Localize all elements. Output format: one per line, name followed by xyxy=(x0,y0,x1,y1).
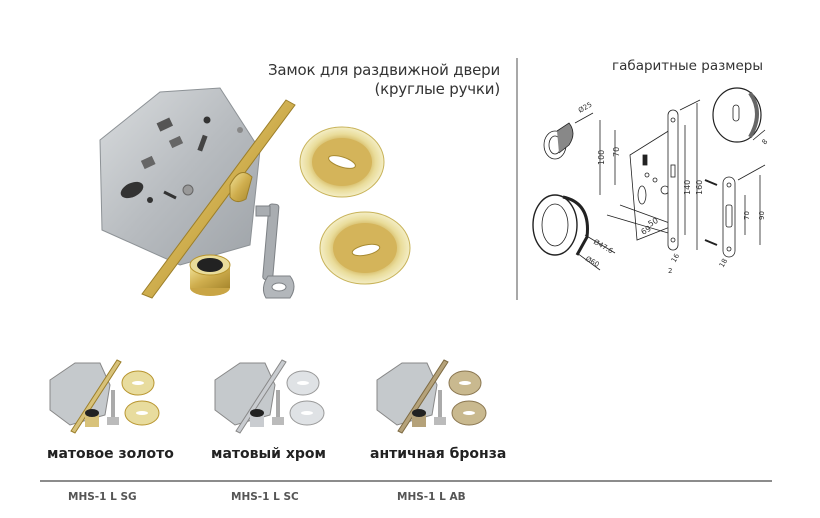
svg-text:8: 8 xyxy=(760,138,769,147)
variant-thumbnail-gold xyxy=(49,359,160,434)
lock-body xyxy=(99,87,261,266)
svg-text:160: 160 xyxy=(695,180,704,195)
variant-thumbnail-bronze xyxy=(376,359,487,434)
svg-text:Ø60: Ø60 xyxy=(584,255,600,269)
product-title-line2: (круглые ручки) xyxy=(374,80,500,98)
svg-text:Ø25: Ø25 xyxy=(577,101,593,115)
drawing-cylinder xyxy=(543,112,594,160)
drawing-lock-body xyxy=(599,120,676,241)
svg-text:69: 69 xyxy=(640,224,653,237)
variant-label-chrome: матовый хром xyxy=(211,446,326,462)
variant-code-bronze: MHS-1 L AB xyxy=(397,491,466,503)
main-product-image xyxy=(99,87,411,299)
svg-text:90: 90 xyxy=(758,211,766,220)
round-handle-top xyxy=(299,126,385,198)
dimensions-drawing: Ø25 Ø47.6 Ø60 100 70 50 69 140 160 16 2 xyxy=(532,87,769,275)
svg-text:2: 2 xyxy=(668,267,672,275)
svg-text:70: 70 xyxy=(612,147,621,157)
svg-text:100: 100 xyxy=(597,150,606,165)
cylinder-pull xyxy=(189,254,231,296)
drawing-ring xyxy=(532,194,616,271)
variant-label-gold: матовое золото xyxy=(47,446,174,462)
svg-text:50: 50 xyxy=(647,216,660,229)
product-title: Замок для раздвижной двери (круглые ручк… xyxy=(250,61,500,99)
product-title-line1: Замок для раздвижной двери xyxy=(267,61,500,79)
vertical-divider xyxy=(516,58,518,300)
faceplate xyxy=(141,99,296,299)
variant-code-chrome: MHS-1 L SC xyxy=(231,491,299,503)
svg-text:18: 18 xyxy=(718,257,729,269)
key xyxy=(255,203,295,299)
round-handle-bottom xyxy=(319,211,411,285)
svg-text:140: 140 xyxy=(683,180,692,195)
svg-text:Ø47.6: Ø47.6 xyxy=(592,238,615,256)
variant-label-bronze: античная бронза xyxy=(370,446,507,462)
drawing-faceplate xyxy=(667,99,701,251)
variant-code-gold: MHS-1 L SG xyxy=(68,491,137,503)
drawing-escutcheon xyxy=(712,87,766,143)
horizontal-divider xyxy=(40,480,772,482)
svg-text:16: 16 xyxy=(670,252,682,264)
svg-text:70: 70 xyxy=(743,211,751,220)
variant-thumbnail-chrome xyxy=(214,359,325,434)
drawing-strike-plate xyxy=(704,164,766,258)
dimensions-title: габаритные размеры xyxy=(612,58,763,74)
